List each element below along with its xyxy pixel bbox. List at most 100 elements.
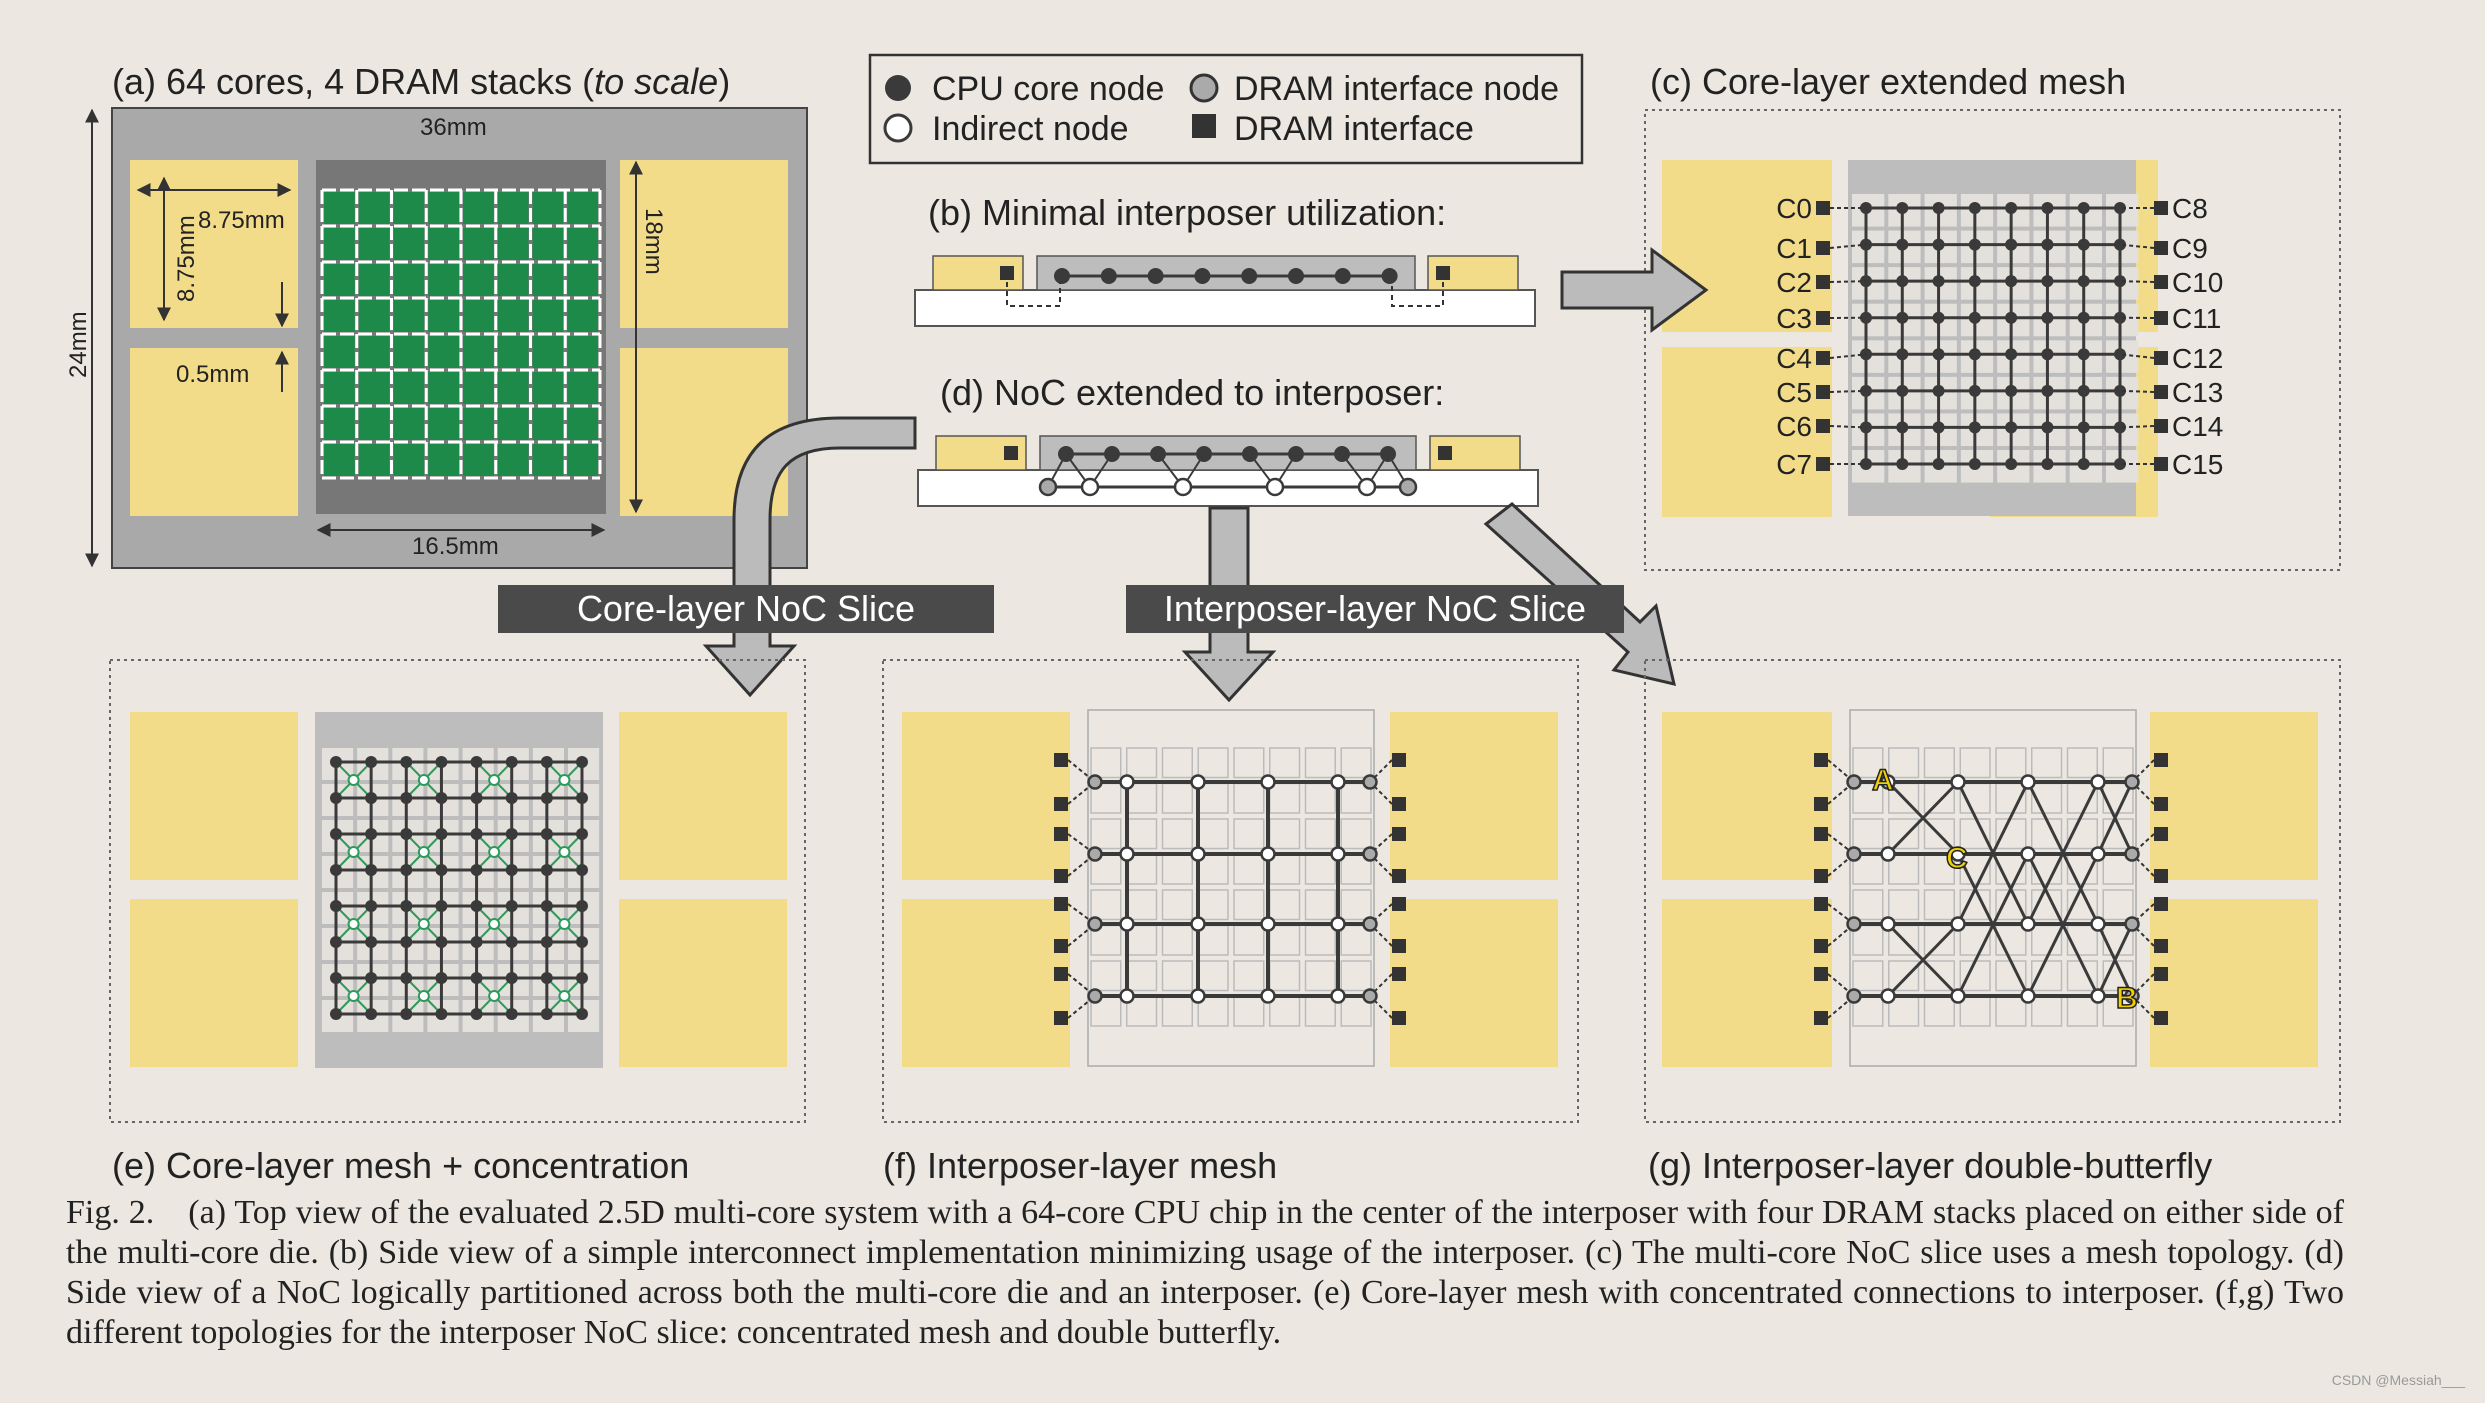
cpu-core-node xyxy=(2005,458,2017,470)
dram-interface-node xyxy=(1848,848,1861,861)
core-grid xyxy=(322,190,600,478)
indirect-node-icon xyxy=(885,115,911,141)
cpu-core-tile xyxy=(567,408,598,440)
cpu-core-node xyxy=(1896,385,1908,397)
cpu-core-node xyxy=(1969,239,1981,251)
dram-interface-node xyxy=(1089,848,1102,861)
cpu-core-node xyxy=(1896,202,1908,214)
node-label-a: A xyxy=(1872,764,1894,797)
cpu-core-tile xyxy=(359,192,390,224)
dram-interface xyxy=(2154,385,2168,399)
node-label-c: C xyxy=(1946,842,1968,875)
dram-interface xyxy=(1054,967,1068,981)
cpu-core-node xyxy=(1148,268,1164,284)
panel-e: (e) Core-layer mesh + concentration xyxy=(110,660,805,1186)
cpu-core-tile xyxy=(498,264,529,296)
dram-interface xyxy=(1054,797,1068,811)
indirect-node xyxy=(1332,848,1345,861)
cpu-core-node xyxy=(2078,312,2090,324)
indirect-node xyxy=(419,919,429,929)
cpu-core-node xyxy=(435,972,447,984)
cpu-core-node xyxy=(1896,348,1908,360)
indirect-node xyxy=(1359,479,1375,495)
dram-interface xyxy=(1054,939,1068,953)
panel-b: (b) Minimal interposer utilization: xyxy=(915,192,1535,326)
cpu-core-node xyxy=(1334,446,1350,462)
dram-interface xyxy=(1054,827,1068,841)
b-cpu-die xyxy=(1037,256,1415,290)
cpu-core-tile xyxy=(463,336,494,368)
cpu-core-tile xyxy=(324,300,355,332)
dram-interface-node-icon xyxy=(1191,75,1217,101)
b-dram-if-left xyxy=(1000,266,1014,280)
dram-interface xyxy=(1392,897,1406,911)
cpu-core-node xyxy=(400,936,412,948)
indirect-node xyxy=(559,991,569,1001)
panel-b-title: (b) Minimal interposer utilization: xyxy=(928,192,1446,233)
cpu-core-tile xyxy=(567,264,598,296)
cpu-core-node xyxy=(1969,458,1981,470)
cpu-core-node xyxy=(330,972,342,984)
indirect-node xyxy=(1952,776,1965,789)
indirect-node xyxy=(559,919,569,929)
cpu-core-node xyxy=(1933,348,1945,360)
cpu-core-node xyxy=(2041,458,2053,470)
dram-interface xyxy=(1816,385,1830,399)
dram-interface xyxy=(2154,457,2168,471)
cpu-core-node xyxy=(400,900,412,912)
cpu-core-node xyxy=(506,1008,518,1020)
panel-c-title: (c) Core-layer extended mesh xyxy=(1650,61,2126,102)
indirect-node xyxy=(559,775,569,785)
core-label-left: C7 xyxy=(1776,449,1812,480)
cpu-core-node xyxy=(471,1008,483,1020)
dim-dram-h: 8.75mm xyxy=(173,215,200,302)
indirect-node xyxy=(419,775,429,785)
cpu-core-tile xyxy=(533,228,564,260)
cpu-core-node xyxy=(2005,385,2017,397)
indirect-node xyxy=(1952,990,1965,1003)
dram-interface xyxy=(1392,869,1406,883)
cpu-core-node xyxy=(365,828,377,840)
cpu-core-node xyxy=(365,792,377,804)
cpu-core-node xyxy=(1969,312,1981,324)
cpu-core-node xyxy=(471,864,483,876)
indirect-node xyxy=(1332,918,1345,931)
core-label-left: C5 xyxy=(1776,377,1812,408)
dram-interface xyxy=(2154,201,2168,215)
cpu-core-tile xyxy=(463,228,494,260)
cpu-core-node xyxy=(330,900,342,912)
indirect-node xyxy=(489,847,499,857)
core-label-left: C4 xyxy=(1776,343,1812,374)
cpu-core-node xyxy=(576,864,588,876)
cpu-core-node xyxy=(1896,458,1908,470)
cpu-core-tile xyxy=(428,228,459,260)
cpu-core-node xyxy=(576,900,588,912)
d-dram-if-left xyxy=(1004,446,1018,460)
dram-interface xyxy=(2154,419,2168,433)
indirect-node xyxy=(2022,848,2035,861)
cpu-core-node xyxy=(1288,446,1304,462)
cpu-core-node xyxy=(1969,348,1981,360)
cpu-core-node xyxy=(330,1008,342,1020)
cpu-core-node xyxy=(1969,202,1981,214)
dram-interface xyxy=(1816,419,1830,433)
cpu-core-node xyxy=(471,792,483,804)
cpu-core-node xyxy=(365,936,377,948)
cpu-core-node xyxy=(506,900,518,912)
cpu-core-tile xyxy=(359,408,390,440)
cpu-core-node xyxy=(1058,446,1074,462)
indirect-node xyxy=(1262,848,1275,861)
cpu-core-tile xyxy=(394,228,425,260)
dram-interface xyxy=(1814,1011,1828,1025)
cpu-core-tile xyxy=(498,192,529,224)
cpu-core-node xyxy=(1933,275,1945,287)
cpu-core-node xyxy=(400,756,412,768)
f-dram-tr xyxy=(1390,712,1558,880)
cpu-core-tile xyxy=(567,336,598,368)
cpu-core-node xyxy=(2078,348,2090,360)
indirect-node xyxy=(2092,848,2105,861)
dram-interface-icon xyxy=(1192,114,1216,138)
cpu-core-node xyxy=(576,792,588,804)
cpu-core-node xyxy=(435,792,447,804)
